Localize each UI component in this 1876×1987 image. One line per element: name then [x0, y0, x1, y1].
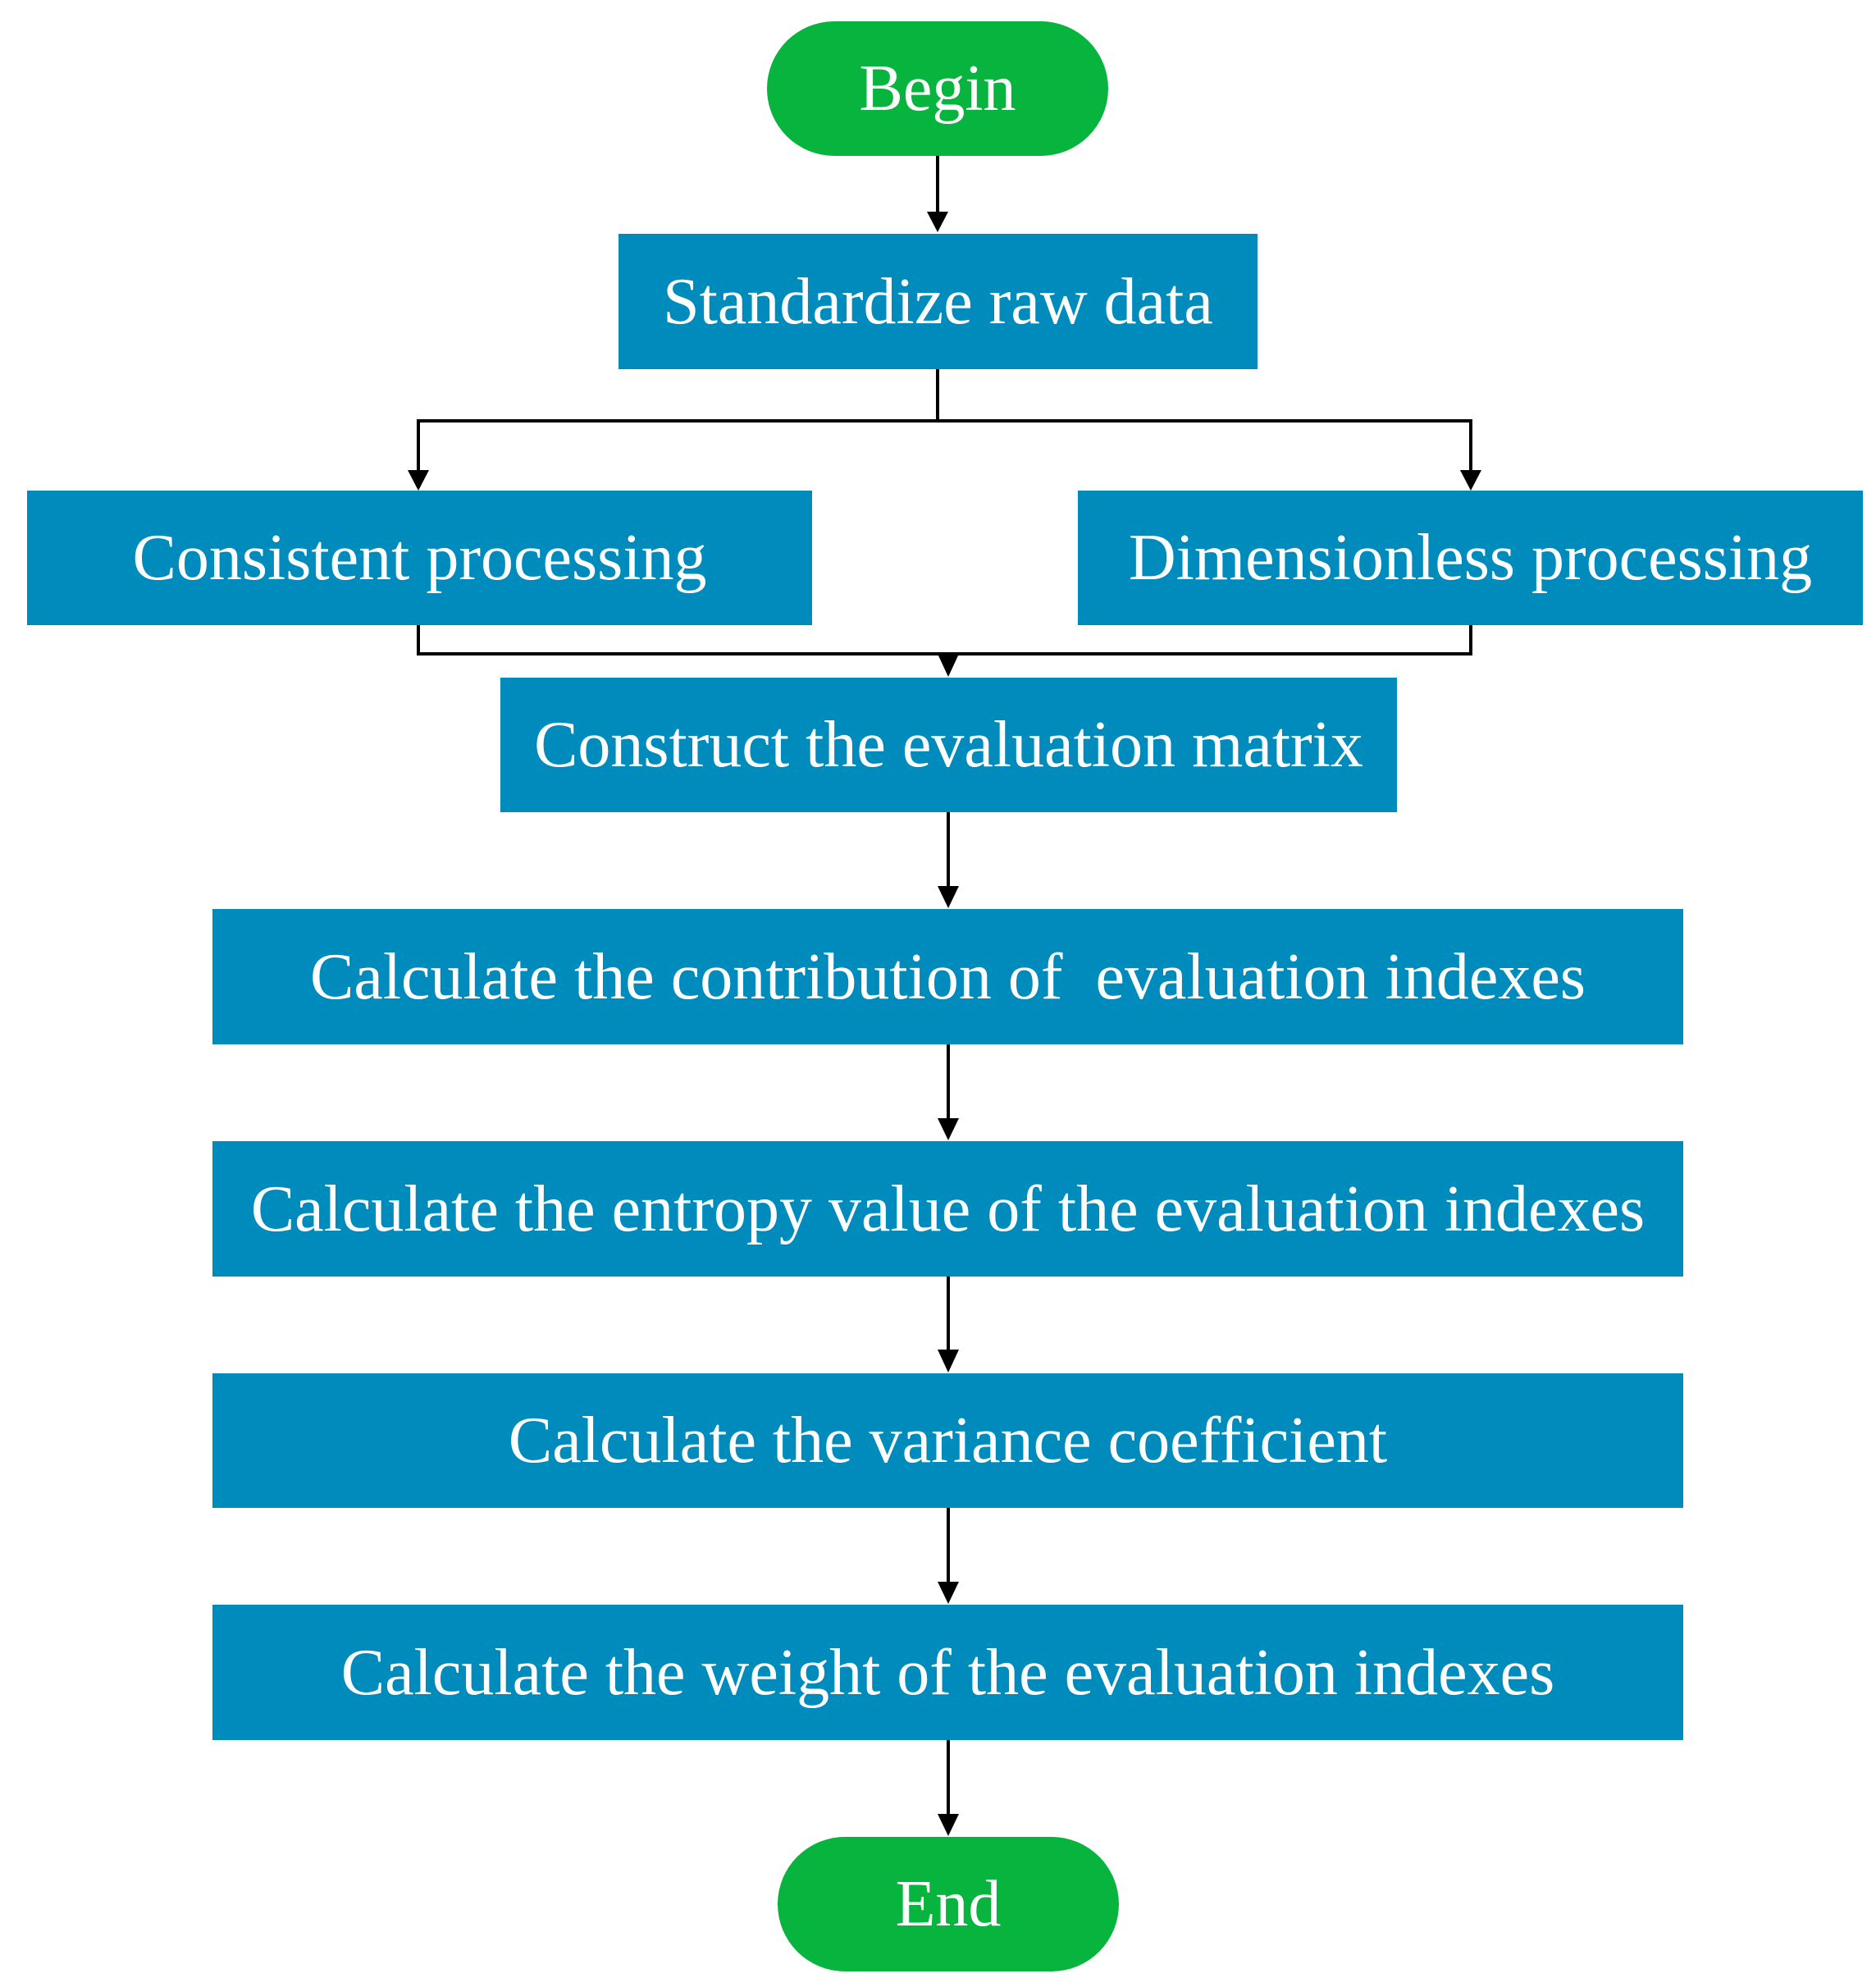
arrowhead	[927, 212, 948, 232]
construct-label: Construct the evaluation matrix	[534, 709, 1363, 781]
edge-standardize-split	[417, 369, 939, 474]
begin-label: Begin	[859, 53, 1016, 125]
edge-standardize-dimensionless	[938, 419, 1472, 474]
arrowhead	[938, 1582, 959, 1604]
construct-node: Construct the evaluation matrix	[500, 678, 1397, 812]
contribution-node: Calculate the contribution of evaluation…	[212, 909, 1683, 1044]
begin-node: Begin	[767, 21, 1108, 156]
entropy-node: Calculate the entropy value of the evalu…	[212, 1141, 1683, 1277]
variance-label: Calculate the variance coefficient	[508, 1405, 1388, 1477]
dimensionless-node: Dimensionless processing	[1078, 491, 1863, 625]
standardize-node: Standardize raw data	[618, 234, 1258, 369]
arrowhead	[938, 1350, 959, 1373]
edge-merge	[417, 625, 1472, 655]
consistent-node: Consistent processing	[27, 491, 812, 625]
arrowhead	[938, 654, 959, 677]
end-node: End	[778, 1837, 1119, 1971]
weight-label: Calculate the weight of the evaluation i…	[340, 1636, 1555, 1709]
weight-node: Calculate the weight of the evaluation i…	[212, 1605, 1683, 1740]
end-label: End	[895, 1868, 1002, 1940]
entropy-label: Calculate the entropy value of the evalu…	[250, 1172, 1645, 1245]
contribution-label: Calculate the contribution of evaluation…	[309, 940, 1586, 1013]
standardize-label: Standardize raw data	[663, 265, 1213, 338]
arrowhead	[938, 1118, 959, 1140]
variance-node: Calculate the variance coefficient	[212, 1373, 1683, 1508]
arrowhead	[1460, 470, 1481, 491]
dimensionless-label: Dimensionless processing	[1128, 522, 1813, 594]
arrowhead	[938, 886, 959, 908]
arrowhead	[408, 470, 429, 491]
arrowhead	[938, 1814, 959, 1836]
consistent-label: Consistent processing	[132, 522, 707, 594]
